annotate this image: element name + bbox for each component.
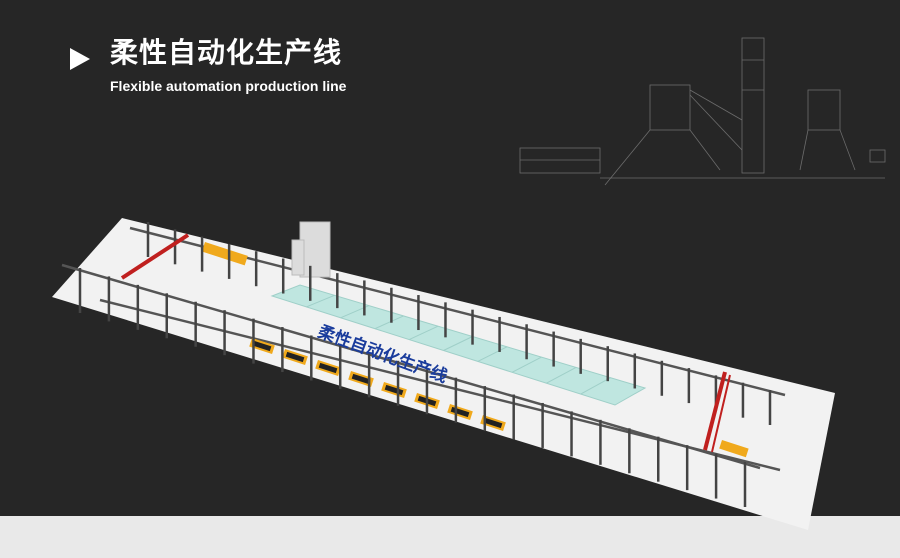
mold-pallet-inner bbox=[285, 351, 305, 363]
rail-front bbox=[61, 263, 761, 470]
red-gantry-right-leg bbox=[711, 374, 731, 453]
yellow-machine-right bbox=[719, 440, 749, 458]
glass-divider bbox=[546, 366, 577, 384]
mold-pallet-inner bbox=[351, 373, 371, 385]
red-gantry-left bbox=[120, 233, 190, 280]
red-gantry-right bbox=[703, 371, 727, 451]
mold-pallet-inner bbox=[483, 417, 503, 429]
mold-pallet-inner bbox=[252, 340, 272, 352]
glass-divider bbox=[511, 356, 542, 373]
glass-divider bbox=[443, 336, 473, 351]
bottom-band bbox=[0, 516, 900, 558]
glass-divider bbox=[580, 377, 611, 395]
glass-divider bbox=[408, 325, 439, 341]
mold-pallet-inner bbox=[318, 362, 338, 374]
yellow-machine bbox=[201, 241, 248, 266]
page-subtitle: Flexible automation production line bbox=[110, 78, 347, 94]
header: 柔性自动化生产线 Flexible automation production … bbox=[70, 36, 490, 98]
play-triangle-icon bbox=[70, 48, 90, 70]
glass-divider bbox=[374, 315, 404, 330]
rail-middle bbox=[99, 298, 781, 472]
glass-divider bbox=[477, 346, 508, 362]
glass-divider bbox=[306, 294, 335, 308]
floor bbox=[52, 218, 835, 530]
page-title: 柔性自动化生产线 bbox=[110, 36, 343, 69]
silo bbox=[291, 221, 331, 278]
